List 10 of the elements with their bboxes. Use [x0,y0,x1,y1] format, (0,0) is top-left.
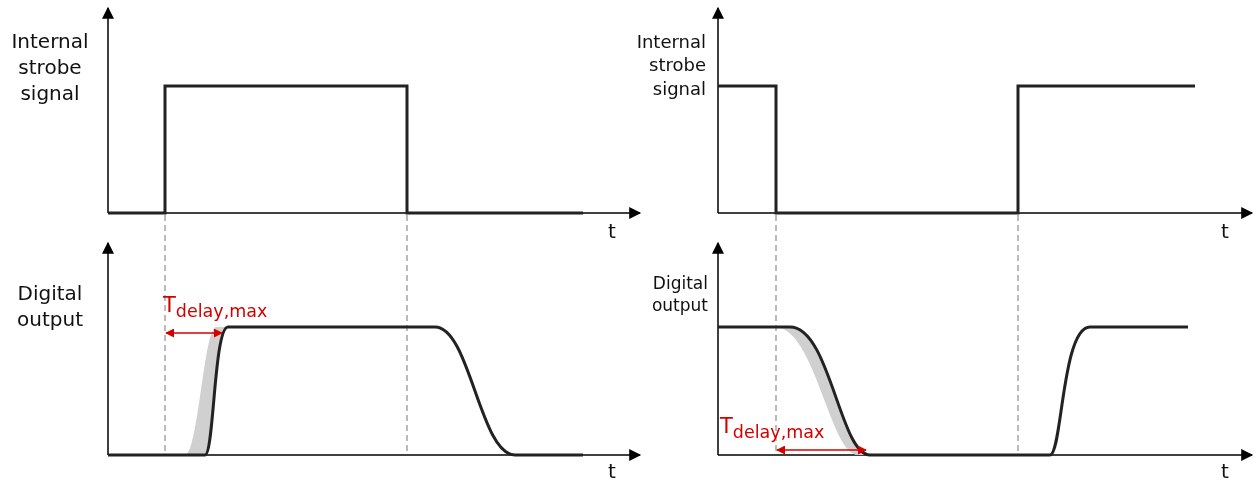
axis-label: t [1221,458,1230,482]
dimension-label: T$_{delay,max}$ [720,413,826,444]
dimension-label: T$_{delay,max}$ [163,292,269,323]
axis-label: Digital output [650,272,708,317]
axis-label: Internal strobe signal [635,30,706,101]
axis-label: t [608,458,617,482]
axis-label: Internal strobe signal [10,28,90,106]
axis-label: Digital output [16,280,84,332]
axis-label: t [1221,218,1230,244]
axis-label: t [608,218,617,244]
